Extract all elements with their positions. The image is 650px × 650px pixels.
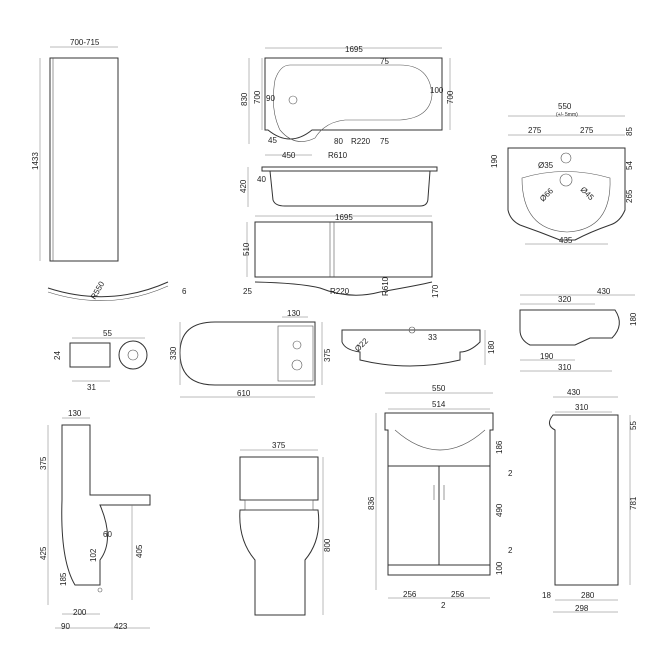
seat-height-label: 405: [135, 544, 144, 558]
basin-plan-view: 550 (+/- 5mm) 275 275 85 190 Ø35 54 Ø66 …: [490, 102, 634, 245]
bath-side-view: 40 420: [239, 166, 438, 207]
waste-inner-label: Ø45: [579, 185, 596, 202]
bath-width-label: 830: [240, 92, 249, 106]
toilet-plan-view: 130 330 375 610: [169, 309, 332, 398]
basin-depth-label: 430: [597, 287, 611, 296]
vanity-gap-top-label: 2: [508, 469, 513, 478]
overflow-label: Ø22: [353, 336, 370, 353]
basin-half-right-label: 275: [580, 126, 594, 135]
bath-r220-label: R220: [351, 137, 371, 146]
basin-side-view: 430 320 180 190 310: [519, 287, 638, 372]
basin-tolerance-label: (+/- 5mm): [556, 112, 578, 118]
vanity-side-280-label: 280: [581, 591, 595, 600]
vanity-side-inner-label: 310: [575, 403, 589, 412]
bath-rim-top-label: 75: [380, 57, 389, 66]
vanity-width-label: 550: [432, 384, 446, 393]
cistern-height-label: 375: [39, 456, 48, 470]
toilet-610-label: 610: [237, 389, 251, 398]
basin-height-label: 180: [629, 312, 638, 326]
basin-85-label: 85: [625, 127, 634, 136]
panel-r610-label: R610: [381, 276, 390, 296]
vanity-side-height-label: 781: [629, 496, 638, 510]
outlet-200-label: 200: [73, 608, 87, 617]
screen-profile-section: 55 24 31: [53, 329, 148, 392]
vanity-height-label: 836: [367, 496, 376, 510]
panel-height-label: 510: [242, 242, 251, 256]
panel-25-label: 25: [243, 287, 252, 296]
bath-corner-label: 45: [268, 136, 277, 145]
vanity-door-height-label: 490: [495, 503, 504, 517]
basin-front-view: Ø22 33 180: [341, 326, 496, 367]
bath-450-label: 450: [282, 151, 296, 160]
bath-plan-view: 1695 830 700 75 90 100 700 45 80 R220 75…: [240, 45, 455, 160]
vanity-door-gap-label: 2: [441, 601, 446, 610]
bath-inner-width-label: 700: [253, 90, 262, 104]
basin-width-label: 550: [558, 102, 572, 111]
shower-screen-plan: R550 6: [47, 279, 187, 301]
bath-rim-left-label: 90: [266, 94, 275, 103]
waste-outer-label: Ø66: [538, 186, 555, 203]
toilet-330-label: 330: [169, 346, 178, 360]
vanity-inner-width-label: 514: [432, 400, 446, 409]
pan-height-label: 425: [39, 546, 48, 560]
vanity-door-right-label: 256: [451, 590, 465, 599]
vanity-front-view: 550 514 186 2 836 490 2 100 256 256 2: [367, 384, 513, 610]
screen-radius-label: R550: [89, 279, 107, 301]
cistern-depth-label: 130: [68, 409, 82, 418]
vanity-plinth-label: 100: [495, 561, 504, 575]
panel-length-label: 1695: [335, 213, 353, 222]
basin-33-label: 33: [428, 333, 437, 342]
screen-height-label: 1433: [31, 152, 40, 170]
basin-190-label: 190: [490, 154, 499, 168]
base-423-label: 423: [114, 622, 128, 631]
base-90-label: 90: [61, 622, 70, 631]
basin-435-label: 435: [559, 236, 573, 245]
panel-r220-label: R220: [330, 287, 350, 296]
basin-half-left-label: 275: [528, 126, 542, 135]
bath-rim-bottom-label: 75: [380, 137, 389, 146]
profile-height-label: 24: [53, 351, 62, 360]
toilet-375-label: 375: [323, 348, 332, 362]
basin-265-label: 265: [625, 189, 634, 203]
toilet-130-label: 130: [287, 309, 301, 318]
shower-screen-elevation: 700-715 1433: [31, 38, 119, 262]
bath-curve-label: 80: [334, 137, 343, 146]
basin-front-height-label: 180: [487, 340, 496, 354]
vanity-side-55-label: 55: [629, 421, 638, 430]
bath-rim-right-label: 100: [430, 86, 444, 95]
vanity-side-depth-label: 430: [567, 388, 581, 397]
bath-r610-label: R610: [328, 151, 348, 160]
vanity-door-left-label: 256: [403, 590, 417, 599]
panel-170-label: 170: [431, 284, 440, 298]
outlet-185-label: 185: [59, 572, 68, 586]
toilet-front-height-label: 800: [323, 538, 332, 552]
screen-width-label: 700-715: [70, 38, 100, 47]
vanity-side-view: 430 310 55 781 18 280 298: [542, 388, 638, 613]
toilet-side-view: 130 375 425 60 102 405 185 200 90 423: [39, 409, 151, 631]
outlet-102-label: 102: [89, 548, 98, 562]
vanity-gap-bottom-label: 2: [508, 546, 513, 555]
vanity-side-298-label: 298: [575, 604, 589, 613]
outlet-60-label: 60: [103, 530, 112, 539]
basin-inner-depth-label: 320: [558, 295, 572, 304]
toilet-front-width-label: 375: [272, 441, 286, 450]
bath-rim-depth-label: 40: [257, 175, 266, 184]
bath-length-label: 1695: [345, 45, 363, 54]
vanity-186-label: 186: [495, 440, 504, 454]
bath-end-width-label: 700: [446, 90, 455, 104]
bath-depth-label: 420: [239, 179, 248, 193]
basin-54-label: 54: [625, 161, 634, 170]
bath-panel-view: 1695 510 25 R220 R610 170: [242, 213, 440, 298]
screen-thickness-label: 6: [182, 287, 187, 296]
vanity-side-18-label: 18: [542, 591, 551, 600]
basin-310-side-label: 310: [558, 363, 572, 372]
toilet-front-view: 375 800: [239, 441, 332, 616]
basin-190-side-label: 190: [540, 352, 554, 361]
profile-depth-label: 31: [87, 383, 96, 392]
tap-hole-label: Ø35: [538, 161, 554, 170]
profile-width-label: 55: [103, 329, 112, 338]
